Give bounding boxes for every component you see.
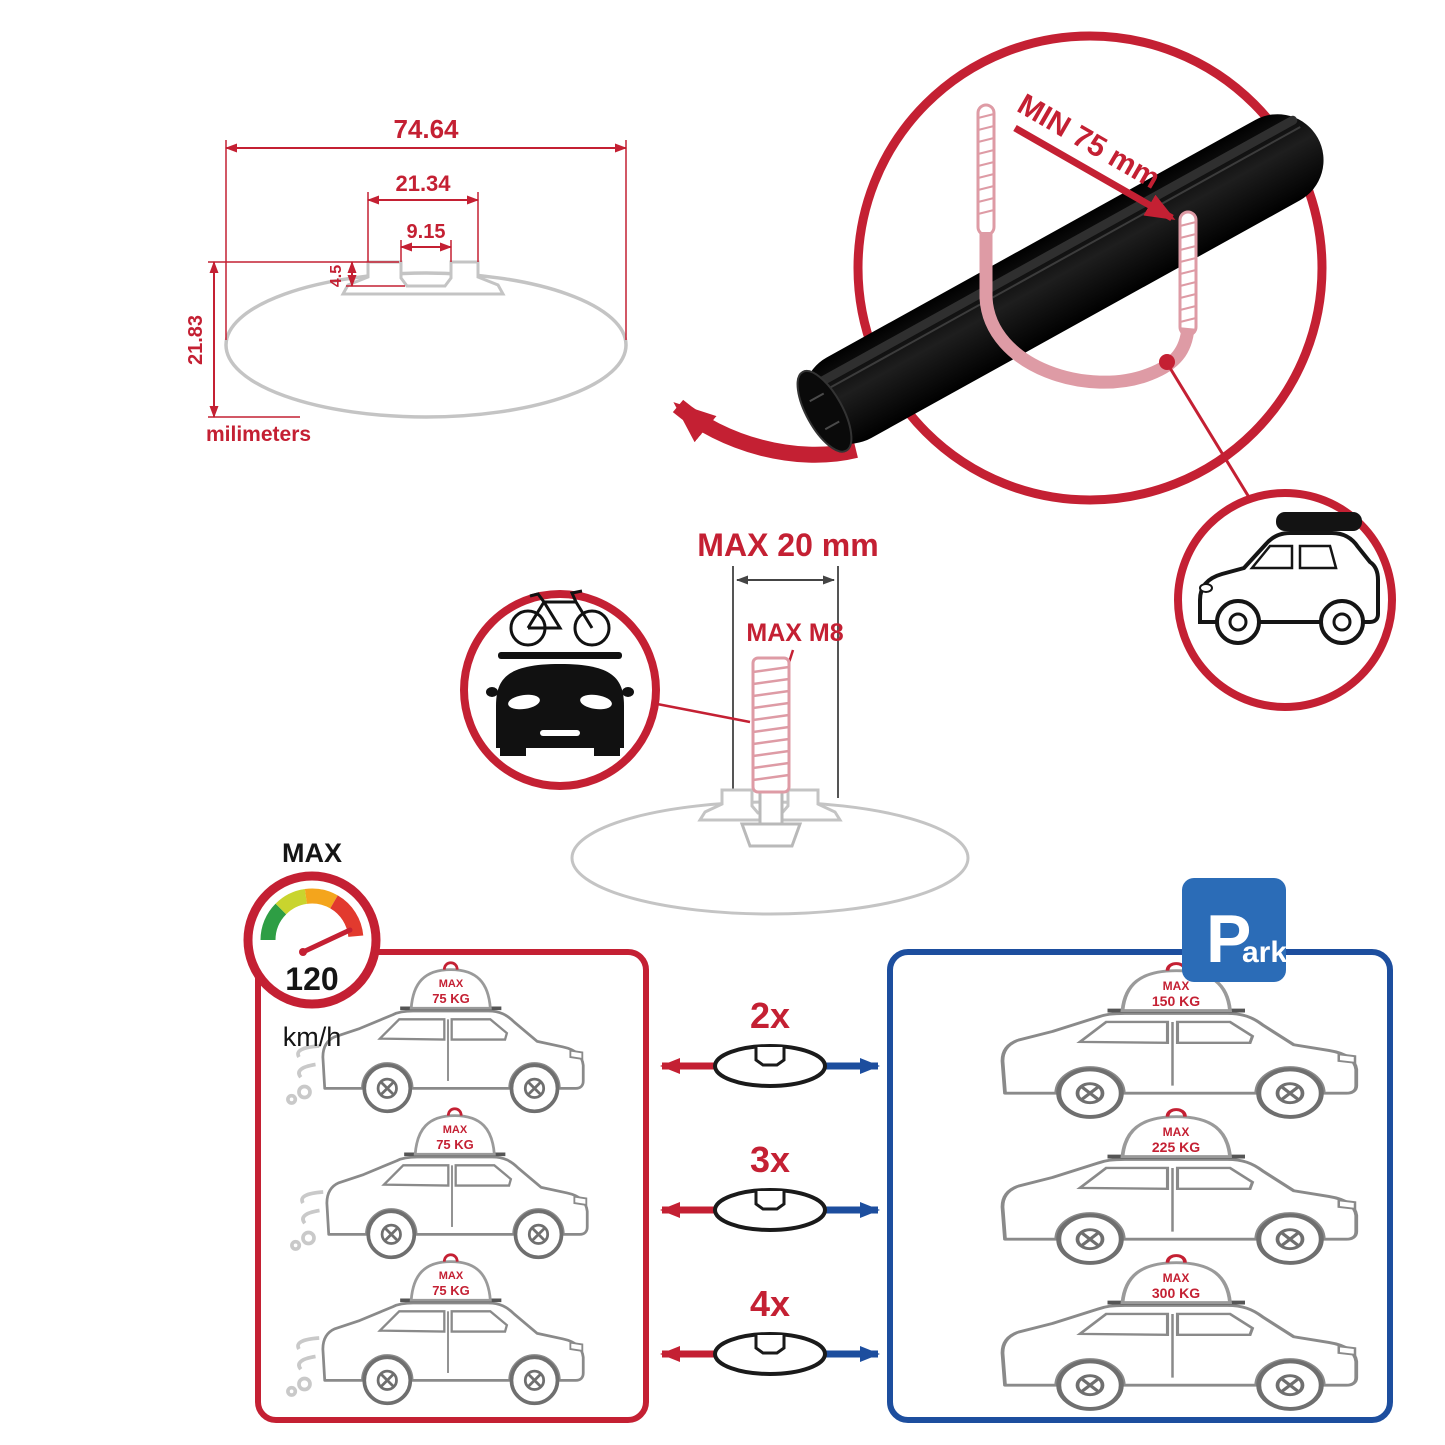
cargo-max-label: MAX — [1163, 1271, 1190, 1285]
driving-car-row: MAX 75 KG — [286, 960, 586, 1114]
driving-car-row: MAX 75 KG — [290, 1106, 590, 1260]
roof-box — [1276, 512, 1362, 531]
dim-height: 21.83 — [185, 315, 207, 365]
roofbox-car-illustration — [1174, 489, 1396, 711]
car-front-icon — [486, 652, 634, 756]
bike-icon — [509, 589, 611, 647]
cargo-max-label: MAX — [443, 1124, 468, 1136]
cargo-max-label: MAX — [439, 1270, 464, 1282]
crossbar-section-icon — [713, 1044, 827, 1088]
zoom-circle — [853, 31, 1327, 505]
gauge-arcs — [260, 888, 364, 941]
multiplier-column: 2x 3x 4x — [660, 995, 880, 1376]
parking-sign-plate — [1182, 878, 1286, 982]
dim-slot-depth: 4.5 — [328, 265, 345, 287]
parking-sign-letter: P — [1206, 901, 1251, 977]
cargo-max-label: MAX — [1163, 979, 1190, 993]
cargo-weight-label: 300 KG — [1152, 1285, 1200, 1301]
min-clearance-arrow — [1013, 124, 1176, 222]
bolt-max-thread-label: MAX M8 — [746, 619, 843, 647]
u-bolt-front-rod — [979, 210, 1198, 389]
dimension-diagram: 74.64 21.34 9.15 4.5 21.83 milimeters — [185, 114, 628, 446]
cargo-weight-label: 75 KG — [436, 1137, 474, 1152]
t-slot-profile — [340, 260, 506, 296]
cargo-weight-label: 75 KG — [432, 1283, 470, 1298]
multiplier-label: 2x — [750, 995, 790, 1036]
speed-unit: km/h — [283, 1022, 342, 1052]
speed-value: 120 — [285, 961, 338, 997]
bolt-diagram: MAX 20 mm MAX M8 — [570, 527, 970, 916]
t-slot-profile-small — [697, 788, 843, 822]
multiplier-label: 4x — [750, 1283, 790, 1324]
parked-car-row: MAX 225 KG — [1003, 1110, 1357, 1263]
dim-slot-width: 9.15 — [407, 221, 446, 243]
gauge-needle — [300, 927, 353, 955]
cargo-max-label: MAX — [439, 978, 464, 990]
cargo-max-label: MAX — [1163, 1125, 1190, 1139]
u-bolt-strap — [979, 232, 1195, 389]
crossbar-cross-section-outline — [224, 271, 628, 419]
parking-sign-rest: ark — [1242, 936, 1287, 969]
crossbar-bar — [796, 114, 1324, 453]
fastening-point-dot — [1159, 354, 1175, 370]
bolt-dimension-lines — [732, 566, 839, 798]
speed-max-label: MAX — [282, 838, 342, 868]
bike-car-illustration — [460, 589, 751, 790]
leader-line-to-car — [1168, 367, 1260, 513]
dim-unit-label: milimeters — [206, 423, 311, 446]
multiplier-label: 3x — [750, 1139, 790, 1180]
dimension-lines — [209, 143, 627, 418]
speed-limit-gauge: MAX 120 km/h — [243, 838, 381, 1052]
crossbar-section-icon — [713, 1332, 827, 1376]
bolt-shank — [758, 788, 784, 826]
parked-car-row: MAX 300 KG — [1003, 1256, 1357, 1409]
crossbar-illustration: MIN 75 mm — [796, 31, 1327, 513]
cargo-weight-label: 75 KG — [432, 991, 470, 1006]
cargo-weight-label: 150 KG — [1152, 993, 1200, 1009]
cargo-weight-label: 225 KG — [1152, 1139, 1200, 1155]
bolt-max-length-label: MAX 20 mm — [697, 527, 878, 563]
pointer-arrow-to-diagram — [672, 399, 858, 463]
threaded-bolt — [751, 656, 791, 794]
crossbar-section-icon — [713, 1188, 827, 1232]
u-bolt-rear-rod — [976, 103, 996, 237]
parking-sign: P ark — [1182, 878, 1287, 982]
dim-flange-width: 21.34 — [395, 171, 451, 196]
circle-leader-line — [651, 701, 751, 724]
t-nut — [739, 822, 803, 848]
dim-width-total: 74.64 — [393, 114, 459, 144]
parked-car-row: MAX 150 KG — [1003, 964, 1357, 1117]
driving-car-row: MAX 75 KG — [286, 1252, 586, 1406]
